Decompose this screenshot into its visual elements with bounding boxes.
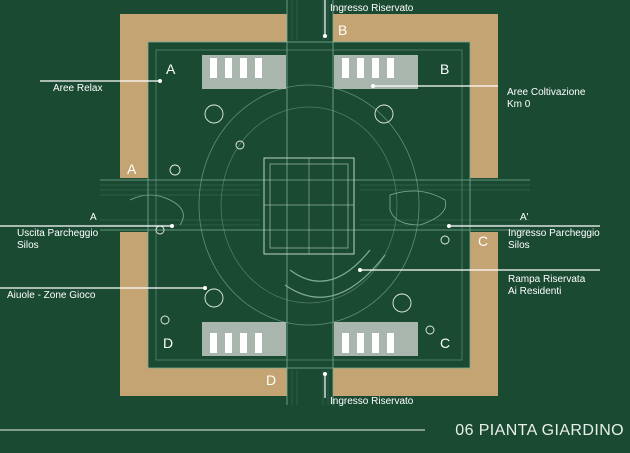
building-frames — [120, 14, 498, 396]
leader-dots — [158, 34, 451, 376]
label-uscita-parcheggio: Uscita Parcheggio Silos — [17, 228, 99, 251]
label-rampa: Rampa Riservata Ai Residenti — [508, 274, 586, 297]
trees — [155, 104, 450, 335]
frame-bottom-right — [333, 232, 498, 396]
cultivation-beds — [202, 55, 418, 356]
zone-letter-c-lower: C — [440, 335, 451, 351]
label-aiuole: Aiuole - Zone Gioco — [7, 290, 96, 301]
frame-bottom-left — [120, 232, 287, 396]
label-ingresso-parcheggio: Ingresso Parcheggio Silos — [508, 228, 600, 251]
zone-letter-a-upper: A — [166, 61, 176, 77]
label-ingresso-top: Ingresso Riservato — [330, 3, 414, 14]
page-title: 06 PIANTA GIARDINO — [455, 422, 624, 439]
zone-letter-a-side: A — [127, 161, 137, 177]
zone-letter-d-bottom: D — [266, 372, 277, 388]
garden-linework — [100, 0, 530, 405]
label-aree-coltivazione: Aree Coltivazione Km 0 — [507, 87, 586, 110]
section-mark-a-prime: A' — [520, 212, 529, 223]
zone-letter-b-top: B — [338, 22, 348, 38]
central-block — [263, 157, 355, 255]
frame-top-left — [120, 14, 287, 178]
section-mark-a: A — [90, 212, 97, 223]
label-ingresso-bottom: Ingresso Riservato — [330, 396, 414, 407]
zone-letter-d-lower: D — [163, 335, 174, 351]
leader-lines — [0, 0, 600, 398]
zone-letter-c-side: C — [478, 233, 489, 249]
hatching — [100, 0, 530, 405]
zone-letter-b-upper: B — [440, 61, 450, 77]
label-aree-relax: Aree Relax — [53, 83, 103, 94]
frame-top-right — [333, 14, 498, 178]
